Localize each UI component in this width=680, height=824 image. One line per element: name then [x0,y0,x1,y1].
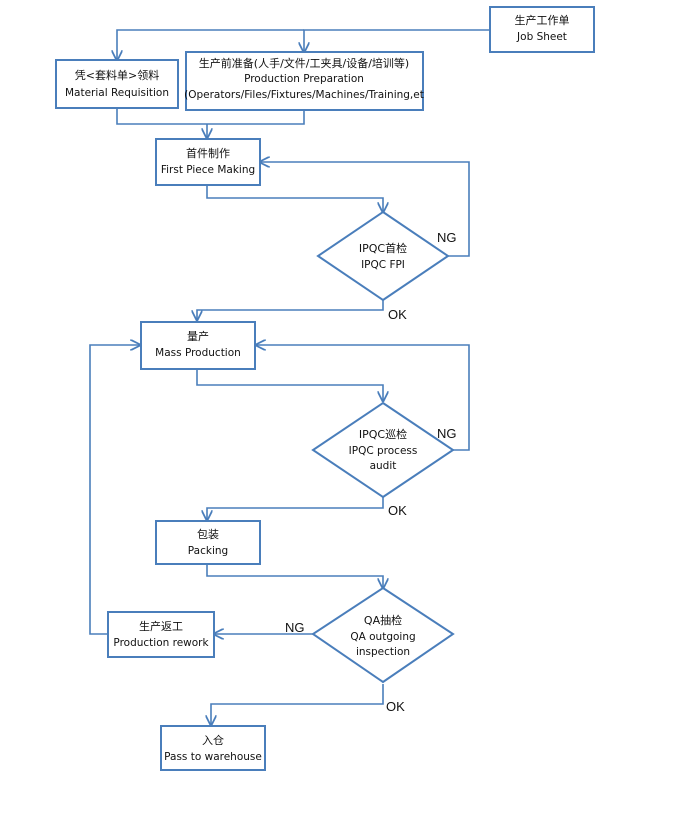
rework-en-label: Production rework [113,637,209,649]
connector-rework-to-mass [89,345,140,635]
node-job-sheet: 生产工作单 Job Sheet [489,6,595,53]
node-mass-production: 量产 Mass Production [140,321,256,370]
connector-firstpiece-to-fpi [206,185,383,212]
connector-jobsheet-to-material [117,29,304,60]
warehouse-en-label: Pass to warehouse [164,751,262,763]
rework-zh-label: 生产返工 [139,619,183,633]
job-sheet-zh-label: 生产工作单 [515,13,570,27]
node-first-piece-making: 首件制作 First Piece Making [155,138,261,186]
ipqc-audit-en-label: IPQC process [349,445,418,457]
qa-inspection-zh-label: QA抽检 [364,613,402,627]
connector-mass-to-audit [196,369,383,401]
qa-inspection-en2-label: inspection [356,646,410,658]
first-piece-zh-label: 首件制作 [186,146,230,160]
mass-production-zh-label: 量产 [187,329,209,343]
audit-ok-label: OK [388,503,407,518]
connector-audit-ng-loop [256,345,470,451]
audit-ng-label: NG [437,426,457,441]
connector-fpi-ng-loop [260,162,470,257]
qa-ng-label: NG [285,620,305,635]
node-production-rework: 生产返工 Production rework [107,611,215,658]
material-requisition-en-label: Material Requisition [65,87,169,99]
node-material-requisition: 凭<套料单>领料 Material Requisition [55,59,179,109]
node-ipqc-process-audit: IPQC巡检 IPQC process audit [311,401,455,499]
packing-zh-label: 包装 [197,528,219,541]
node-pass-to-warehouse: 入仓 Pass to warehouse [160,725,266,771]
production-preparation-en2-label: (Operators/Files/Fixtures/Machines/Train… [184,89,424,101]
connector-jobsheet-to-prep [304,29,490,52]
material-requisition-zh-label: 凭<套料单>领料 [75,68,159,82]
fpi-ok-label: OK [388,307,407,322]
fpi-ng-label: NG [437,230,457,245]
node-production-preparation: 生产前准备(人手/文件/工夹具/设备/培训等) Production Prepa… [184,51,424,111]
ipqc-audit-en2-label: audit [370,460,397,472]
first-piece-en-label: First Piece Making [161,164,255,176]
node-packing: 包装 Packing [155,520,261,565]
packing-en-label: Packing [188,545,228,557]
node-qa-outgoing-inspection: QA抽检 QA outgoing inspection [311,586,455,684]
production-preparation-zh-label: 生产前准备(人手/文件/工夹具/设备/培训等) [199,56,409,70]
mass-production-en-label: Mass Production [155,347,241,359]
ipqc-fpi-zh-label: IPQC首检 [359,241,407,255]
ipqc-fpi-en-label: IPQC FPI [361,259,405,271]
node-ipqc-fpi: IPQC首检 IPQC FPI [316,210,450,302]
connector-qa-ok [211,684,384,725]
qa-ok-label: OK [386,699,405,714]
warehouse-zh-label: 入仓 [202,733,224,747]
job-sheet-en-label: Job Sheet [516,31,567,43]
ipqc-audit-zh-label: IPQC巡检 [359,427,407,441]
connector-prep-merge [207,110,305,125]
connector-audit-ok [207,497,384,520]
connector-fpi-ok [197,300,384,320]
connector-packing-to-qa [206,564,383,588]
qa-inspection-en-label: QA outgoing [350,631,415,643]
production-preparation-en-label: Production Preparation [244,73,364,85]
connectors [89,29,490,725]
connector-material-merge [116,108,207,125]
